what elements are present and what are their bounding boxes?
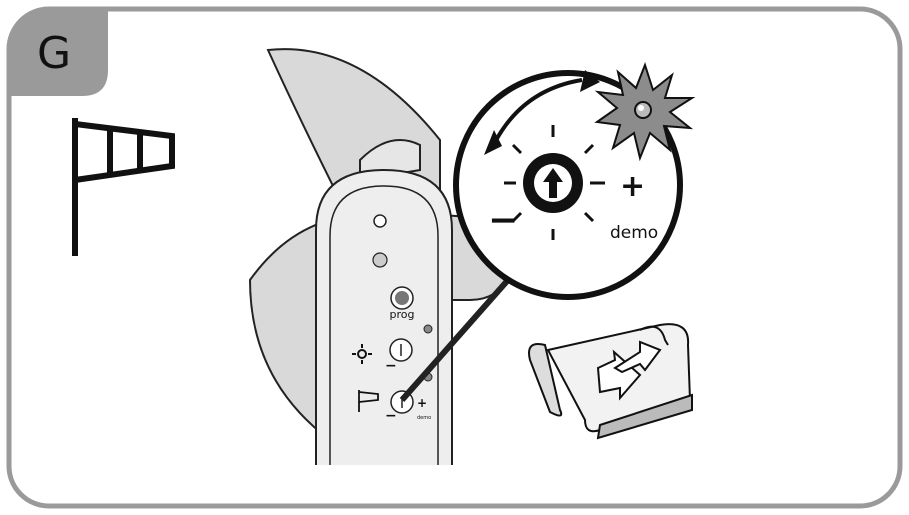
sun-dial-minus: − [385,358,397,374]
indicator-led [374,215,386,227]
magnified-demo: demo [610,223,658,243]
screw-icon [373,253,387,267]
wind-dial-plus: + [417,396,427,410]
wind-dial-minus: − [385,408,397,424]
magnified-minus: − [488,200,518,241]
step-letter: G [37,28,71,79]
magnified-plus: + [620,169,645,204]
prog-label: prog [390,308,415,321]
wind-dial-demo: demo [417,415,431,421]
control-unit: prog − − + demo [316,170,452,465]
